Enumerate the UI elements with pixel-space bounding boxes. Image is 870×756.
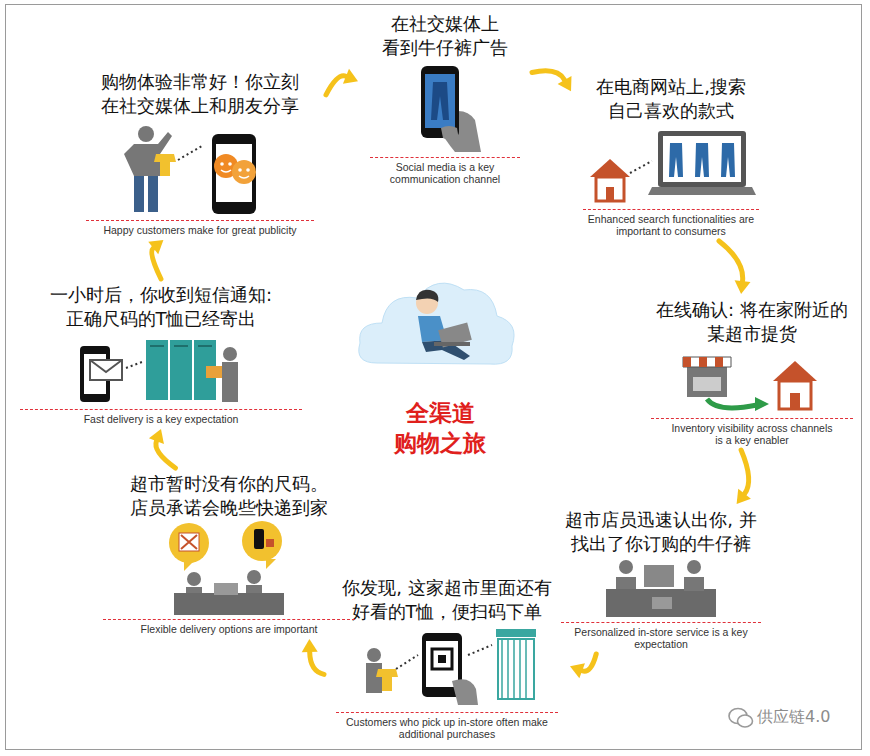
dashed-rule (370, 157, 520, 158)
flow-arrow (302, 639, 324, 674)
icon-slot (362, 60, 528, 155)
arrow-line (326, 76, 346, 95)
arrow-line (310, 652, 324, 674)
arrow-line (532, 71, 565, 80)
arrow-line (582, 654, 596, 671)
journey-step: 在电商网站上,搜索 自己喜欢的款式 Enhanced search functi… (575, 75, 767, 237)
icon-slot (12, 331, 310, 407)
step-note: Customers who pick up in-store often mak… (345, 716, 550, 740)
flow-arrow (149, 429, 175, 468)
icon-slot (328, 624, 566, 710)
dashed-rule (20, 409, 302, 410)
flow-arrow (719, 241, 750, 294)
step-note: Social media is a key communication chan… (370, 161, 520, 185)
step-note: Inventory visibility across channels is … (670, 422, 835, 446)
flow-arrow (326, 69, 358, 95)
fast-delivery-icon (76, 332, 246, 406)
arrow-head (149, 429, 164, 444)
step-caption: 超市店员迅速认出你, 并 找出了你订购的牛仔裤 (553, 508, 769, 556)
step-caption: 购物体验非常好！你立刻 在社交媒体上和朋友分享 (78, 70, 322, 118)
step-caption: 一小时后，你收到短信通知: 正确尺码的T恤已经寄出 (12, 283, 310, 331)
arrow-line (741, 450, 749, 494)
journey-step: 超市暂时没有你的尺码。 店员承诺会晚些快递到家 Flexible deliver… (95, 472, 363, 635)
journey-step: 在社交媒体上 看到牛仔裤广告 Social media is a key com… (362, 12, 528, 185)
journey-step: 一小时后，你收到短信通知: 正确尺码的T恤已经寄出 Fast delivery … (12, 283, 310, 425)
arrow-line (719, 241, 743, 281)
delivery-option-icon (154, 521, 304, 616)
icon-slot (575, 123, 767, 207)
arrow-line (156, 441, 176, 468)
scan-order-icon (352, 625, 542, 709)
search-icon (586, 125, 756, 205)
icon-slot (95, 520, 363, 617)
journey-step: 你发现, 这家超市里面还有 好看的T恤，便扫码下单 Customers who … (328, 576, 566, 740)
step-note: Happy customers make for great publicity (93, 224, 308, 236)
journey-step: 在线确认: 将在家附近的 某超市提货 Inventory visibility … (643, 298, 861, 446)
arrow-head (558, 76, 572, 91)
journey-step: 超市店员迅速认出你, 并 找出了你订购的牛仔裤 Personalized in-… (553, 508, 769, 650)
counter-icon (596, 557, 726, 619)
dashed-rule (583, 209, 759, 210)
step-note: Personalized in-store service is a key e… (574, 626, 749, 650)
arrow-head (570, 663, 585, 678)
step-caption: 超市暂时没有你的尺码。 店员承诺会晚些快递到家 (95, 472, 363, 520)
icon-slot (643, 346, 861, 416)
watermark: 供应链4.0 (757, 707, 830, 728)
phone-icon (405, 62, 485, 154)
diagram-title: 全渠道 购物之旅 (380, 398, 500, 458)
cloud-illustration (352, 268, 522, 388)
step-caption: 在线确认: 将在家附近的 某超市提货 (643, 298, 861, 346)
dashed-rule (561, 622, 761, 623)
icon-slot (78, 118, 322, 218)
flow-arrow (148, 240, 163, 279)
journey-step: 购物体验非常好！你立刻 在社交媒体上和朋友分享 Happy customers … (78, 70, 322, 236)
step-caption: 在社交媒体上 看到牛仔裤广告 (362, 12, 528, 60)
step-note: Enhanced search functionalities are impo… (585, 213, 757, 237)
watermark-icon (728, 707, 754, 729)
flow-arrow (532, 71, 571, 91)
arrow-head (302, 639, 318, 652)
step-caption: 你发现, 这家超市里面还有 好看的T恤，便扫码下单 (328, 576, 566, 624)
icon-slot (553, 556, 769, 620)
flow-arrow (570, 654, 596, 678)
flow-arrow (737, 450, 751, 504)
arrow-head (148, 240, 163, 254)
arrow-head (735, 280, 751, 294)
step-note: Flexible delivery options are important (139, 623, 319, 635)
dashed-rule (103, 619, 355, 620)
dashed-rule (651, 418, 853, 419)
arrow-head (737, 489, 751, 504)
arrow-line (152, 248, 161, 279)
dashed-rule (86, 220, 314, 221)
step-caption: 在电商网站上,搜索 自己喜欢的款式 (575, 75, 767, 123)
store-home-icon (677, 347, 827, 415)
dashed-rule (336, 712, 558, 713)
arrow-head (343, 69, 358, 84)
share-icon (120, 120, 280, 216)
step-note: Fast delivery is a key expectation (56, 413, 266, 425)
